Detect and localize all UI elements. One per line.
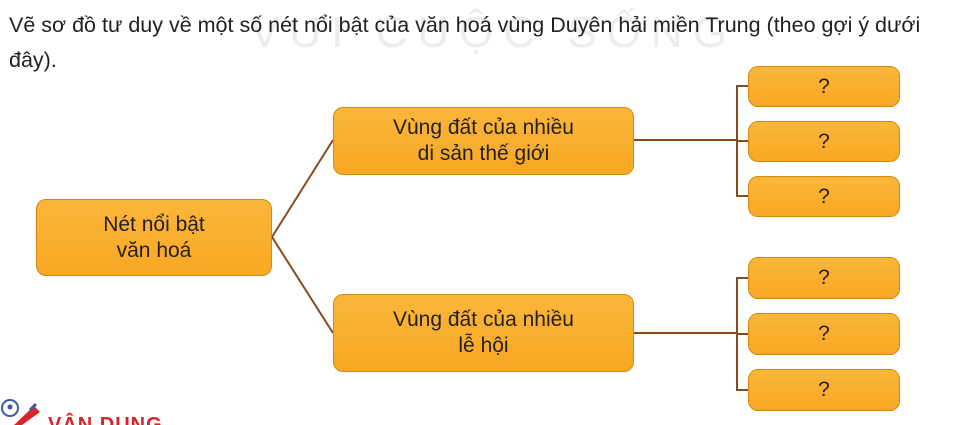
connector-root-to-branch-1 [271,139,334,238]
branch-node-label: Vùng đất của nhiều di sản thế giới [393,116,574,165]
connector-root-to-branch-2 [271,236,334,334]
leaf-node[interactable]: ? [748,257,900,299]
leaf-node-label: ? [818,184,830,208]
leaf-node-label: ? [818,129,830,153]
root-node: Nét nổi bật văn hoá [36,199,272,276]
leaf-node[interactable]: ? [748,176,900,217]
section-marker-icon [1,399,40,425]
leaf-node-label: ? [818,74,830,98]
leaf-node-label: ? [818,266,830,289]
branch-node-festivals: Vùng đất của nhiều lễ hội [333,294,634,372]
leaf-node[interactable]: ? [748,369,900,411]
instruction-text: Vẽ sơ đồ tư duy về một số nét nổi bật củ… [9,13,921,72]
leaf-node[interactable]: ? [748,313,900,355]
section-label: VẬN DỤNG [48,414,163,425]
leaf-node[interactable]: ? [748,66,900,107]
leaf-node-label: ? [818,322,830,345]
root-node-label: Nét nổi bật văn hoá [103,212,205,262]
branch-node-label: Vùng đất của nhiều lễ hội [393,308,574,357]
leaf-node[interactable]: ? [748,121,900,162]
leaf-node-label: ? [818,378,830,401]
watermark-text: VUI CUỘC SỐNG [250,8,737,57]
branch-node-world-heritage: Vùng đất của nhiều di sản thế giới [333,107,634,175]
